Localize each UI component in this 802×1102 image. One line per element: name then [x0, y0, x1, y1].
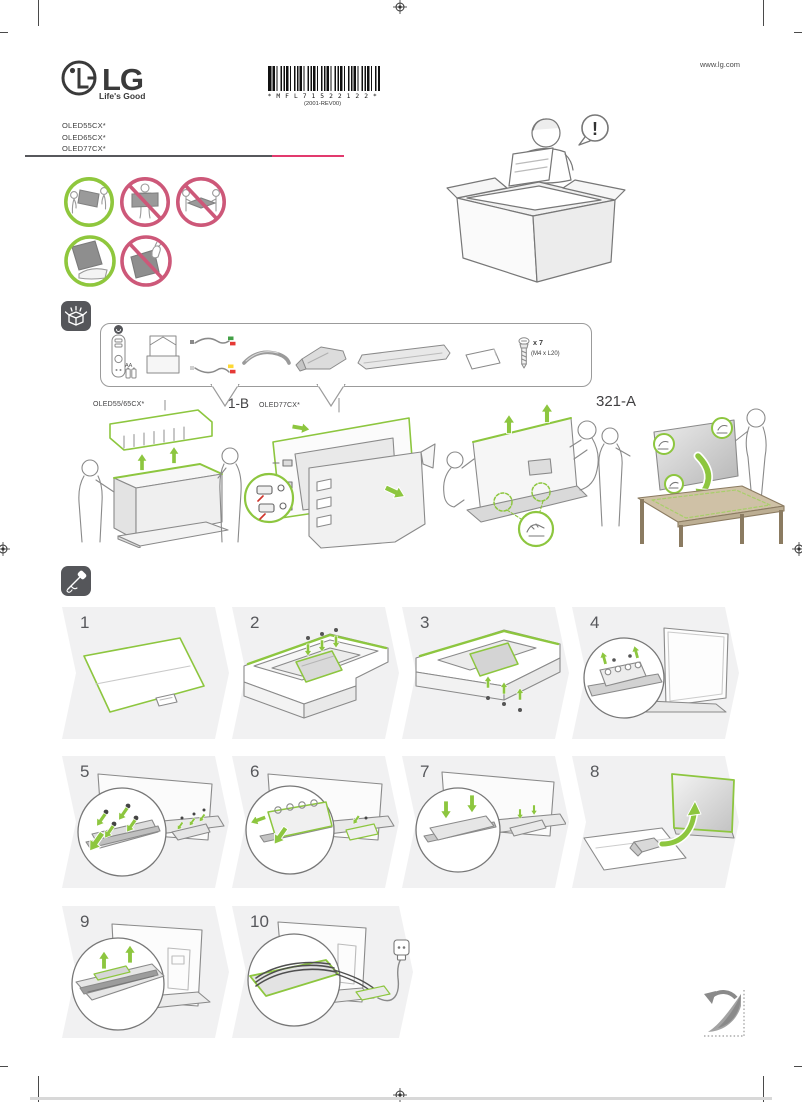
screw-spec-label: (M4 x L20) [531, 351, 560, 357]
place-on-table-illustration [598, 408, 785, 547]
step-5-art [77, 773, 225, 877]
open-box-icon [61, 301, 91, 331]
stand-bar [357, 344, 451, 370]
barcode-revision: (2001-REV00) [303, 100, 342, 107]
registration-target-icon [393, 0, 407, 14]
model-item: OLED77CX* [62, 144, 106, 153]
prohibition-slash [183, 183, 219, 221]
registration-target-icon [0, 542, 10, 556]
step-number: 8 [590, 762, 600, 781]
brand-tagline: Life's Good [99, 91, 146, 101]
step-number: 6 [250, 762, 260, 781]
crop-mark [763, 1076, 764, 1102]
magic-remote-pointer-icon [114, 325, 123, 334]
header-rule-gray [25, 155, 272, 157]
step-8-art [583, 773, 735, 871]
badge-press-screen-prohibited-icon [120, 235, 172, 287]
barcode-text: * M F L 7 1 5 2 2 1 2 2 * [267, 93, 378, 100]
step-number: 9 [80, 912, 90, 931]
screw-count-label: x 7 [533, 338, 543, 347]
crop-mark [763, 0, 764, 26]
accessories-panel [100, 323, 592, 387]
panel-tail [316, 383, 346, 407]
badge-carry-two-people-ok-icon [63, 176, 115, 228]
crop-mark [794, 32, 802, 33]
step-3-art [415, 629, 561, 712]
remote-control [111, 334, 126, 378]
barcode [268, 66, 380, 91]
step-number: 7 [420, 762, 430, 781]
prohibition-slash [127, 183, 163, 221]
step-number: 3 [420, 613, 430, 632]
panel-tail [210, 383, 240, 407]
crop-mark [0, 32, 8, 33]
stand-base [301, 346, 347, 370]
battery [131, 368, 137, 379]
crop-mark [794, 1066, 802, 1067]
prohibition-slash [128, 242, 164, 280]
step-number: 10 [250, 912, 269, 931]
registration-target-icon [792, 542, 802, 556]
hand-screwdriver-icon [61, 566, 91, 596]
assembly-step-1b-label: 1-B [228, 396, 250, 411]
step-number: 1 [80, 613, 90, 632]
step-7-art [415, 771, 566, 873]
badge-carry-flat-prohibited-icon [175, 176, 227, 228]
lg-emblem-icon [69, 67, 76, 74]
brand-text: LG [102, 62, 143, 97]
step-number: 2 [250, 613, 260, 632]
badge-carry-alone-prohibited-icon [119, 176, 171, 228]
unbox-55-65-illustration [78, 400, 242, 548]
page-bottom-edge [30, 1097, 772, 1100]
battery [125, 368, 131, 379]
page-turn-icon [704, 990, 745, 1037]
step-6-art [245, 773, 395, 875]
crop-mark [38, 0, 39, 26]
screw [518, 337, 530, 369]
battery-type-label: AA [125, 363, 133, 369]
accessories-items: AA x 7 (M4 x L20) [111, 325, 560, 379]
crop-mark [0, 1066, 8, 1067]
step-1-art [83, 637, 205, 713]
step-4-art [583, 627, 729, 719]
lg-logo: LG [61, 60, 144, 97]
models-list: OLED55CX* OLED65CX* OLED77CX* [62, 120, 106, 155]
step-2-art [243, 628, 389, 719]
assembly-321a-label: 321-A [596, 393, 637, 410]
power-outlet-icon [393, 939, 410, 961]
website-url: www.lg.com [699, 60, 740, 69]
assembly-model-label-large: OLED77CX* [259, 402, 301, 409]
model-item: OLED65CX* [62, 132, 106, 142]
component-adapter-cable [194, 337, 230, 344]
lift-tv-illustration [443, 402, 599, 548]
cover-sheet [465, 348, 501, 370]
step-10-art [247, 921, 410, 1027]
step-number: 4 [590, 613, 600, 632]
assembly-model-label-small: OLED55/65CX* [93, 401, 145, 408]
unbox-77-illustration [243, 398, 436, 549]
composite-adapter-cable [194, 367, 230, 374]
model-item: OLED55CX* [62, 121, 106, 130]
step-9-art [71, 923, 211, 1031]
step-number: 5 [80, 762, 90, 781]
badge-corner-on-pad-ok-icon [64, 235, 116, 287]
crop-mark [38, 1076, 39, 1102]
header-rule-pink [272, 154, 344, 158]
alert-exclamation: ! [592, 119, 598, 139]
unpacking-illustration: ! [446, 114, 626, 283]
